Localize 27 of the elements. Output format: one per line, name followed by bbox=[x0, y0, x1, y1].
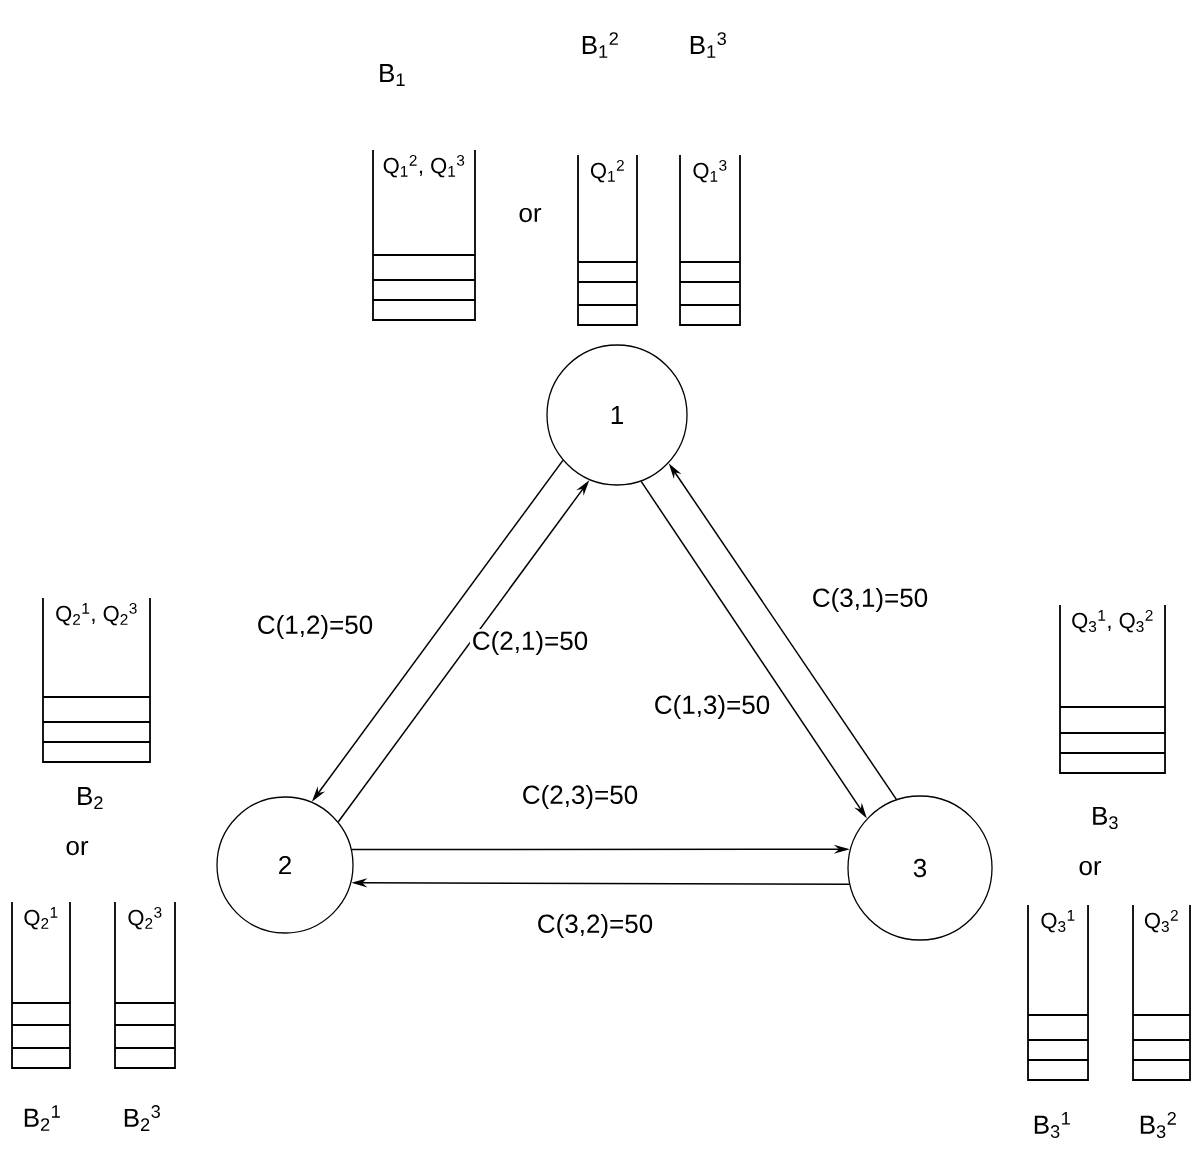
or-label: or bbox=[1079, 860, 1102, 876]
edge-label: C(1,3)=50 bbox=[651, 692, 773, 722]
queue-buffer: Q$_{2}$$^{1}$, Q$_{2}$3 bbox=[42, 597, 151, 763]
buffer-label: B$_{1}$ bbox=[380, 64, 405, 86]
queue-buffer: Q$_{2}$3 bbox=[114, 901, 176, 1069]
queue-buffer: Q$_{2}$1 bbox=[11, 901, 71, 1069]
buffer-label: B$_{3}$ bbox=[1093, 806, 1118, 830]
edge-label: C(3,1)=50 bbox=[809, 585, 931, 615]
buffer-label: B$_{3}$1 bbox=[1034, 1112, 1070, 1138]
queue-buffer: Q$_{1}$3 bbox=[679, 154, 741, 326]
buffer-label: B$_{3}$2 bbox=[1140, 1112, 1176, 1139]
queue-buffer: Q$_{3}$1 bbox=[1027, 904, 1089, 1081]
queue-buffer: Q$_{1}$2 bbox=[577, 154, 638, 326]
buffer-label: B$_{2}$1 bbox=[24, 1105, 60, 1131]
edge-label: C(3,2)=50 bbox=[534, 911, 656, 941]
edge-label: C(2,3)=50 bbox=[519, 782, 641, 812]
queue-buffer: Q$_{3}$2 bbox=[1132, 904, 1191, 1081]
edge-label: C(2,1)=50 bbox=[469, 628, 591, 658]
or-label: or bbox=[66, 840, 89, 856]
buffer-label: B$_{1}$3 bbox=[690, 32, 726, 58]
buffer-label: B$_{2}$ bbox=[78, 787, 103, 810]
buffer-label: B$_{1}$2 bbox=[582, 32, 618, 58]
queue-buffer: Q$_{3}$$^{1}$, Q$_{3}$2 bbox=[1059, 604, 1166, 774]
or-label: or bbox=[519, 207, 542, 223]
queue-buffer: Q$_{1}$$^{2}$, Q$_{1}$3 bbox=[372, 149, 476, 321]
buffer-label: B$_{2}$3 bbox=[124, 1105, 160, 1131]
edge-label: C(1,2)=50 bbox=[254, 612, 376, 642]
